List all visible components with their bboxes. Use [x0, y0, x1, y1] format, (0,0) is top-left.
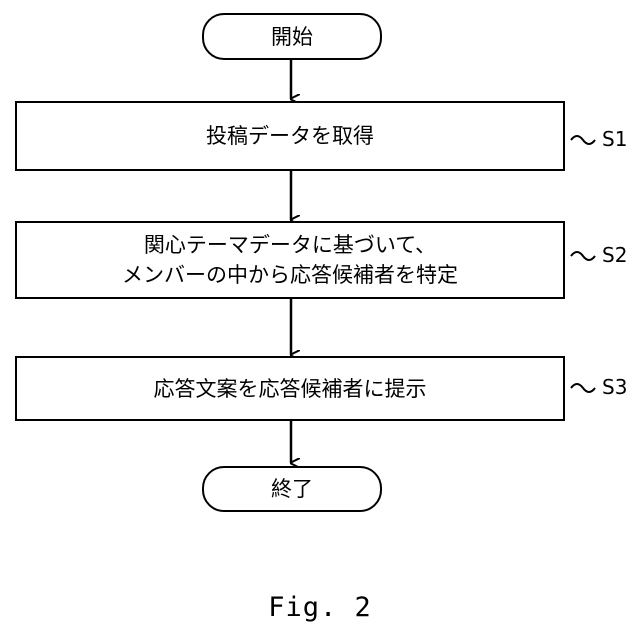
leader-s3 — [571, 384, 595, 392]
process-step-s3: 応答文案を応答候補者に提示 — [15, 356, 565, 421]
start-terminal: 開始 — [202, 13, 382, 60]
start-label: 開始 — [271, 22, 313, 52]
end-terminal: 終了 — [202, 466, 382, 512]
process-step-s1: 投稿データを取得 — [15, 101, 565, 171]
step-label-s2: S2 — [602, 243, 627, 267]
step-label-s1: S1 — [602, 127, 627, 151]
leader-s2 — [571, 252, 595, 260]
step-label-s3: S3 — [602, 375, 627, 399]
step-s3-text: 応答文案を応答候補者に提示 — [154, 374, 427, 404]
step-s2-text-line2: メンバーの中から応答候補者を特定 — [122, 260, 458, 290]
leader-s1 — [571, 136, 595, 144]
step-s1-text: 投稿データを取得 — [206, 121, 374, 151]
step-s2-text-line1: 関心テーマデータに基づいて、 — [144, 230, 436, 260]
end-label: 終了 — [271, 474, 313, 504]
figure-caption: Fig. 2 — [0, 592, 640, 623]
process-step-s2: 関心テーマデータに基づいて、 メンバーの中から応答候補者を特定 — [15, 221, 565, 299]
